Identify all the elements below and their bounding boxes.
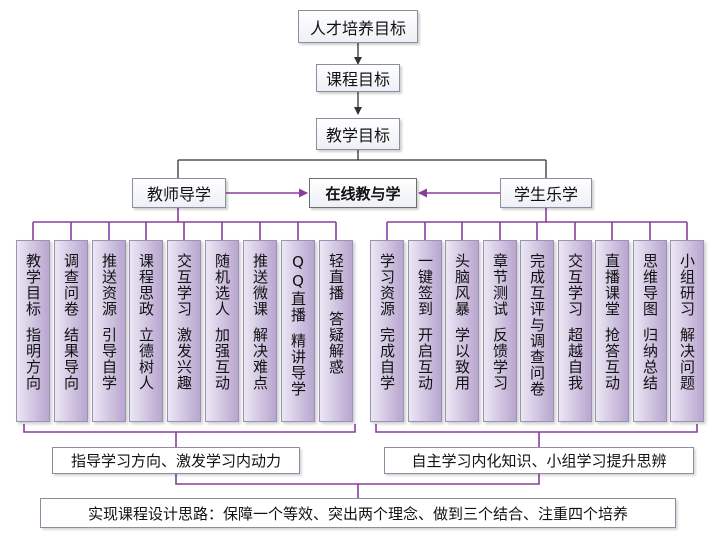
teacher-box-bottom: 结果导向 bbox=[62, 327, 80, 391]
student-box-bottom: 解决问题 bbox=[678, 327, 696, 391]
bracket-student-bottom bbox=[375, 424, 698, 433]
student-box-bottom: 抢答互动 bbox=[603, 327, 621, 391]
student-box: 章节测试 反馈学习 bbox=[483, 240, 517, 422]
teacher-box-top: 调查问卷 bbox=[62, 253, 80, 317]
teacher-box-bottom: 加强互动 bbox=[213, 327, 231, 391]
teacher-box-top: 随机选人 bbox=[213, 253, 231, 317]
student-box-bottom: 学以致用 bbox=[453, 327, 471, 391]
teaching-goal-box: 教学目标 bbox=[316, 118, 400, 150]
student-box-bottom: 开启互动 bbox=[416, 327, 434, 391]
teacher-box: 推送资源 引导自学 bbox=[92, 240, 126, 422]
student-box-bottom: 超越自我 bbox=[566, 327, 584, 391]
teacher-box-bottom: 答疑解惑 bbox=[327, 311, 345, 375]
student-box: 小组研习 解决问题 bbox=[670, 240, 704, 422]
student-box-top: 小组研习 bbox=[678, 253, 696, 317]
talent-goal-box: 人才培养目标 bbox=[298, 10, 418, 43]
teacher-box: 推送微课 解决难点 bbox=[243, 240, 277, 422]
summary-left-label: 指导学习方向、激发学习内动力 bbox=[70, 452, 281, 470]
teacher-box: QQ直播 精讲导学 bbox=[281, 240, 315, 422]
final-statement-box: 实现课程设计思路：保障一个等效、突出两个理念、做到三个结合、注重四个培养 bbox=[40, 498, 676, 528]
bracket-summary-bottom bbox=[175, 474, 540, 485]
student-box: 直播课堂 抢答互动 bbox=[595, 240, 629, 422]
student-box: 学习资源 完成自学 bbox=[370, 240, 404, 422]
student-box-bottom: 反馈学习 bbox=[491, 327, 509, 391]
teacher-box: 调查问卷 结果导向 bbox=[54, 240, 88, 422]
student-box-top: 完成互评与调查问卷 bbox=[528, 253, 546, 397]
teacher-box-bottom: 引导自学 bbox=[100, 327, 118, 391]
teacher-box-top: 课程思政 bbox=[137, 253, 155, 317]
student-box-top: 一键签到 bbox=[416, 253, 434, 317]
student-box-top: 思维导图 bbox=[641, 253, 659, 317]
teacher-box-bottom: 精讲导学 bbox=[289, 333, 307, 397]
student-box-top: 交互学习 bbox=[566, 253, 584, 317]
summary-right-box: 自主学习内化知识、小组学习提升思辨 bbox=[384, 447, 694, 474]
teacher-box-top: 轻直播 bbox=[327, 253, 345, 301]
student-box: 思维导图 归纳总结 bbox=[633, 240, 667, 422]
purple-connectors bbox=[23, 188, 698, 498]
teacher-box: 轻直播 答疑解惑 bbox=[319, 240, 353, 422]
teacher-box-bottom: 立德树人 bbox=[137, 327, 155, 391]
top-chain-connectors bbox=[177, 43, 547, 178]
teacher-guide-label: 教师导学 bbox=[146, 185, 211, 204]
student-box-top: 学习资源 bbox=[378, 253, 396, 317]
summary-left-box: 指导学习方向、激发学习内动力 bbox=[52, 447, 300, 474]
talent-goal-label: 人才培养目标 bbox=[309, 18, 406, 38]
teacher-box-top: 推送资源 bbox=[100, 253, 118, 317]
student-box: 交互学习 超越自我 bbox=[558, 240, 592, 422]
course-goal-box: 课程目标 bbox=[316, 64, 400, 92]
student-box: 头脑风暴 学以致用 bbox=[445, 240, 479, 422]
teacher-guide-box: 教师导学 bbox=[132, 178, 226, 208]
student-box-bottom: 完成自学 bbox=[378, 327, 396, 391]
teacher-box-top: 教学目标 bbox=[24, 253, 42, 317]
online-teaching-label: 在线教与学 bbox=[325, 184, 401, 203]
student-box: 完成互评与调查问卷 bbox=[520, 240, 554, 422]
teacher-box: 随机选人 加强互动 bbox=[205, 240, 239, 422]
student-box-bottom: 归纳总结 bbox=[641, 327, 659, 391]
final-statement-label: 实现课程设计思路：保障一个等效、突出两个理念、做到三个结合、注重四个培养 bbox=[87, 504, 628, 523]
teacher-box-bottom: 解决难点 bbox=[251, 327, 269, 391]
student-box-top: 头脑风暴 bbox=[453, 253, 471, 317]
teacher-box-top: 交互学习 bbox=[175, 253, 193, 317]
student-learn-label: 学生乐学 bbox=[513, 185, 578, 204]
student-learn-box: 学生乐学 bbox=[500, 178, 592, 208]
teaching-goal-label: 教学目标 bbox=[325, 126, 390, 145]
teacher-box: 教学目标 指明方向 bbox=[16, 240, 50, 422]
online-teaching-box: 在线教与学 bbox=[309, 178, 417, 208]
teacher-box: 交互学习 激发兴趣 bbox=[167, 240, 201, 422]
summary-right-label: 自主学习内化知识、小组学习提升思辨 bbox=[411, 452, 667, 470]
student-box-top: 直播课堂 bbox=[603, 253, 621, 317]
teacher-box-top: 推送微课 bbox=[251, 253, 269, 317]
teacher-box-top: QQ直播 bbox=[289, 253, 307, 323]
teacher-box-bottom: 指明方向 bbox=[24, 327, 42, 391]
student-box: 一键签到 开启互动 bbox=[408, 240, 442, 422]
bracket-teacher-bottom bbox=[23, 424, 356, 433]
teacher-box-bottom: 激发兴趣 bbox=[175, 327, 193, 391]
student-box-top: 章节测试 bbox=[491, 253, 509, 317]
course-goal-label: 课程目标 bbox=[325, 70, 390, 89]
teacher-box: 课程思政 立德树人 bbox=[129, 240, 163, 422]
